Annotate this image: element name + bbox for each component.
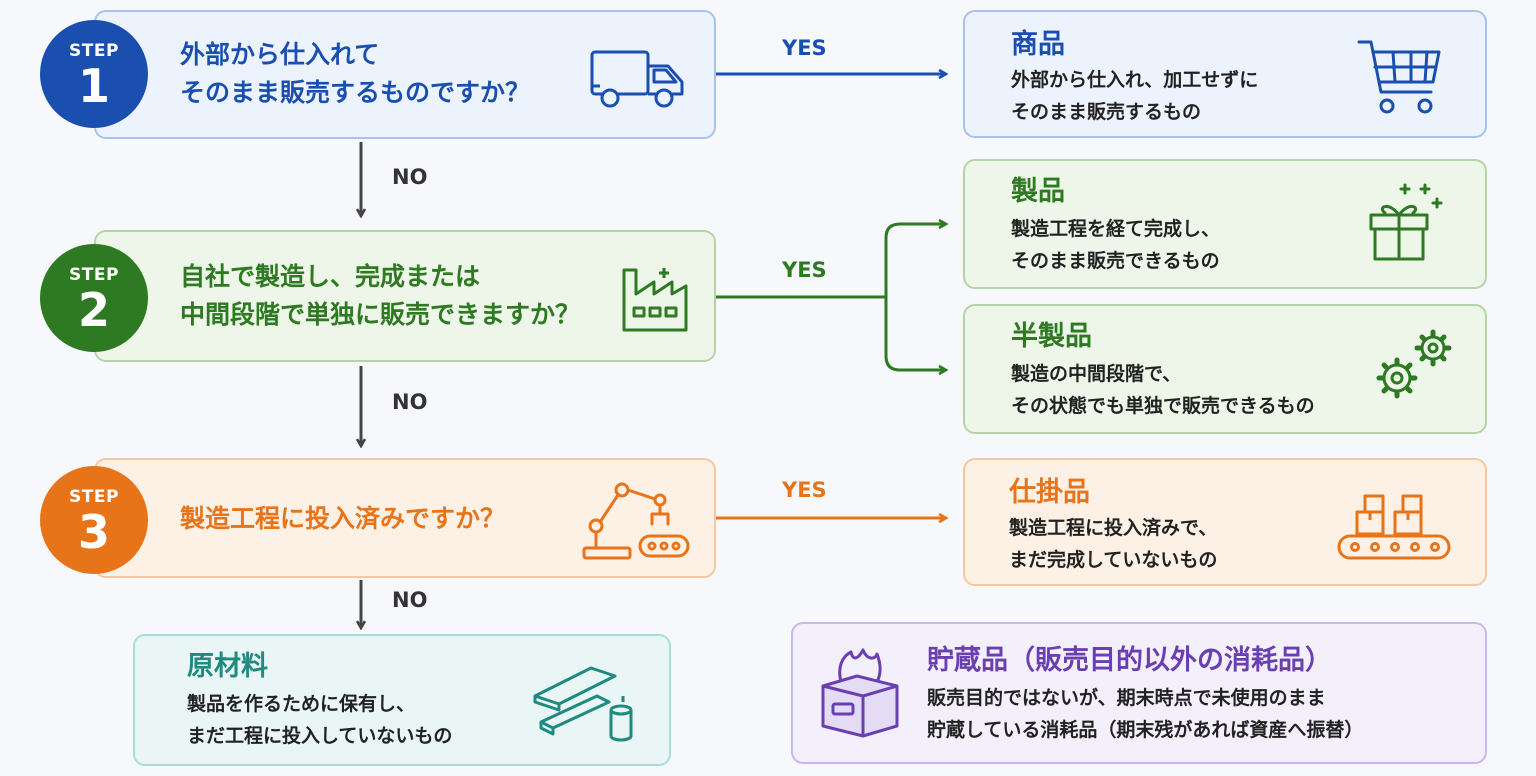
step1-label: STEP <box>69 41 119 61</box>
result-shohin-desc-line1: 外部から仕入れ、加工せずに <box>1011 69 1259 91</box>
step2-question-box: 自社で製造し、完成または 中間段階で単独に販売できますか？ <box>94 230 716 362</box>
no-label-2: NO <box>392 390 428 414</box>
result-seihin-desc: 製造工程を経て完成し、 そのまま販売できるもの <box>1011 213 1220 277</box>
tissue-box-icon <box>821 648 899 738</box>
result-chozohin-desc: 販売目的ではないが、期末時点で未使用のまま 貯蔵している消耗品（期末残があれば資… <box>927 682 1363 746</box>
step1-number: 1 <box>77 59 110 113</box>
yes-label-1: YES <box>782 36 827 60</box>
step1-question-line1: 外部から仕入れて <box>180 40 380 69</box>
step3-question-box: 製造工程に投入済みですか？ <box>94 458 716 578</box>
result-shohin-box: 商品 外部から仕入れ、加工せずに そのまま販売するもの <box>963 10 1487 138</box>
result-shikakehin-desc-line1: 製造工程に投入済みで、 <box>1009 517 1218 539</box>
step3-label: STEP <box>69 487 119 507</box>
step2-question-line2: 中間段階で単独に販売できますか？ <box>180 300 581 329</box>
result-shikakehin-desc-line2: まだ完成していないもの <box>1009 549 1218 571</box>
robot-arm-icon <box>582 482 690 560</box>
step1-question-box: 外部から仕入れて そのまま販売するものですか？ <box>94 10 716 139</box>
result-shohin-desc-line2: そのまま販売するもの <box>1011 101 1202 123</box>
no-label-3: NO <box>392 588 428 612</box>
step3-question: 製造工程に投入済みですか？ <box>180 504 506 533</box>
result-shohin-title: 商品 <box>1011 29 1065 60</box>
step1-question: 外部から仕入れて そのまま販売するものですか？ <box>180 36 530 112</box>
step2-number: 2 <box>77 283 110 337</box>
result-seihin-box: 製品 製造工程を経て完成し、 そのまま販売できるもの <box>963 159 1487 289</box>
step2-label: STEP <box>69 265 119 285</box>
conveyor-icon <box>1337 494 1451 560</box>
factory-icon <box>622 268 688 332</box>
cart-icon <box>1357 40 1441 114</box>
result-hanseihin-desc: 製造の中間段階で、 その状態でも単独で販売できるもの <box>1011 358 1315 422</box>
step1-question-line2: そのまま販売するものですか？ <box>180 78 531 107</box>
result-chozohin-title: 貯蔵品（販売目的以外の消耗品） <box>927 645 1332 676</box>
step2-question-line1: 自社で製造し、完成または <box>180 262 481 291</box>
yes-arrow-step2 <box>716 224 946 370</box>
result-chozohin-desc-line2: 貯蔵している消耗品（期末残があれば資産へ振替） <box>927 719 1364 741</box>
gears-icon <box>1376 329 1452 399</box>
step3-number: 3 <box>77 505 110 559</box>
result-seihin-desc-line1: 製造工程を経て完成し、 <box>1011 218 1221 240</box>
result-shikakehin-title: 仕掛品 <box>1009 477 1090 508</box>
gift-icon <box>1369 183 1443 261</box>
step3-badge: STEP 3 <box>40 466 148 574</box>
result-genzairyo-title: 原材料 <box>187 651 268 682</box>
result-shikakehin-box: 仕掛品 製造工程に投入済みで、 まだ完成していないもの <box>963 458 1487 586</box>
result-seihin-title: 製品 <box>1011 176 1065 207</box>
result-seihin-desc-line2: そのまま販売できるもの <box>1011 250 1220 272</box>
result-genzairyo-desc-line1: 製品を作るために保有し、 <box>187 693 416 715</box>
result-genzairyo-box: 原材料 製品を作るために保有し、 まだ工程に投入していないもの <box>133 634 671 766</box>
result-genzairyo-desc: 製品を作るために保有し、 まだ工程に投入していないもの <box>187 688 452 752</box>
step2-question: 自社で製造し、完成または 中間段階で単独に販売できますか？ <box>180 258 580 334</box>
materials-icon <box>533 666 633 742</box>
result-shohin-desc: 外部から仕入れ、加工せずに そのまま販売するもの <box>1011 64 1258 128</box>
result-shikakehin-desc: 製造工程に投入済みで、 まだ完成していないもの <box>1009 512 1217 576</box>
yes-label-3: YES <box>782 478 827 502</box>
step2-badge: STEP 2 <box>40 244 148 352</box>
step1-badge: STEP 1 <box>40 20 148 128</box>
result-hanseihin-title: 半製品 <box>1011 321 1092 352</box>
result-chozohin-desc-line1: 販売目的ではないが、期末時点で未使用のまま <box>927 687 1326 709</box>
truck-icon <box>590 50 684 108</box>
no-label-1: NO <box>392 165 428 189</box>
result-chozohin-box: 貯蔵品（販売目的以外の消耗品） 販売目的ではないが、期末時点で未使用のまま 貯蔵… <box>791 622 1487 764</box>
yes-label-2: YES <box>782 258 827 282</box>
result-hanseihin-box: 半製品 製造の中間段階で、 その状態でも単独で販売できるもの <box>963 304 1487 434</box>
result-hanseihin-desc-line2: その状態でも単独で販売できるもの <box>1011 395 1315 417</box>
result-genzairyo-desc-line2: まだ工程に投入していないもの <box>187 725 453 747</box>
result-hanseihin-desc-line1: 製造の中間段階で、 <box>1011 363 1182 385</box>
